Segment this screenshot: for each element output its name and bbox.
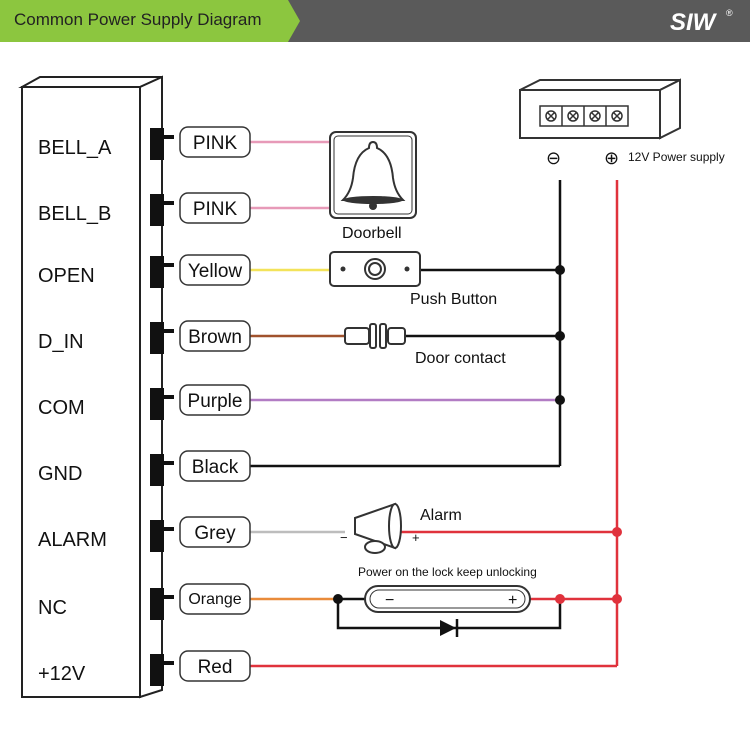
page-title: Common Power Supply Diagram — [14, 10, 262, 29]
terminal-label-bell-b: BELL_B — [38, 203, 111, 225]
terminal-label-alarm: ALARM — [38, 529, 107, 551]
door-contact-label: Door contact — [415, 350, 506, 367]
lock-note: Power on the lock keep unlocking — [358, 565, 537, 579]
terminal-label-12v: +12V — [38, 663, 86, 685]
door-contact-icon — [344, 323, 406, 349]
negative-terminal-icon: ⊖ — [546, 148, 561, 168]
registered-mark: ® — [726, 8, 733, 18]
terminal-label-nc: NC — [38, 597, 67, 619]
junction-dots — [333, 265, 622, 604]
lock-plus-label: + — [508, 592, 517, 609]
alarm-label: Alarm — [420, 507, 462, 524]
positive-terminal-icon: ⊕ — [604, 148, 619, 168]
wire-label-pink-b: PINK — [193, 199, 238, 220]
terminal-label-gnd: GND — [38, 463, 82, 485]
wire-label-orange: Orange — [188, 591, 241, 608]
terminal-label-bell-a: BELL_A — [38, 137, 112, 159]
terminal-label-com: COM — [38, 397, 85, 419]
wire-label-purple: Purple — [188, 391, 243, 412]
wire-labels: PINK PINK Yellow Brown Purple Black Grey… — [179, 126, 251, 682]
wire-label-black: Black — [192, 457, 239, 478]
power-supply-terminals — [545, 110, 623, 122]
power-supply-icon — [519, 78, 681, 140]
power-supply-label: 12V Power supply — [628, 150, 725, 164]
brand-logo: SIW ® — [670, 8, 733, 36]
terminal-connectors — [150, 128, 174, 686]
wire-label-grey: Grey — [194, 523, 236, 544]
terminal-label-d-in: D_IN — [38, 331, 84, 353]
wire-label-yellow: Yellow — [188, 261, 243, 282]
lock-minus-label: − — [385, 592, 394, 609]
alarm-plus-label: + — [412, 530, 420, 545]
wire-label-brown: Brown — [188, 327, 242, 348]
terminal-labels: BELL_A BELL_B OPEN D_IN COM GND ALARM NC… — [38, 137, 112, 685]
diode-icon — [440, 619, 459, 637]
logo-text: SIW — [670, 9, 718, 36]
push-button-label: Push Button — [410, 291, 497, 308]
terminal-label-open: OPEN — [38, 265, 95, 287]
doorbell-icon — [329, 131, 417, 219]
alarm-siren-icon — [354, 502, 402, 554]
doorbell-label: Doorbell — [342, 225, 402, 242]
wire-label-pink-a: PINK — [193, 133, 238, 154]
alarm-minus-label: − — [340, 530, 348, 545]
header-bar: Common Power Supply Diagram SIW ® — [0, 0, 750, 42]
wire-label-red: Red — [198, 657, 233, 678]
wiring-diagram: BELL_A BELL_B OPEN D_IN COM GND ALARM NC… — [18, 75, 725, 699]
header-tab-shape — [0, 0, 300, 42]
push-button-icon — [329, 251, 421, 287]
lock-icon — [364, 585, 531, 613]
